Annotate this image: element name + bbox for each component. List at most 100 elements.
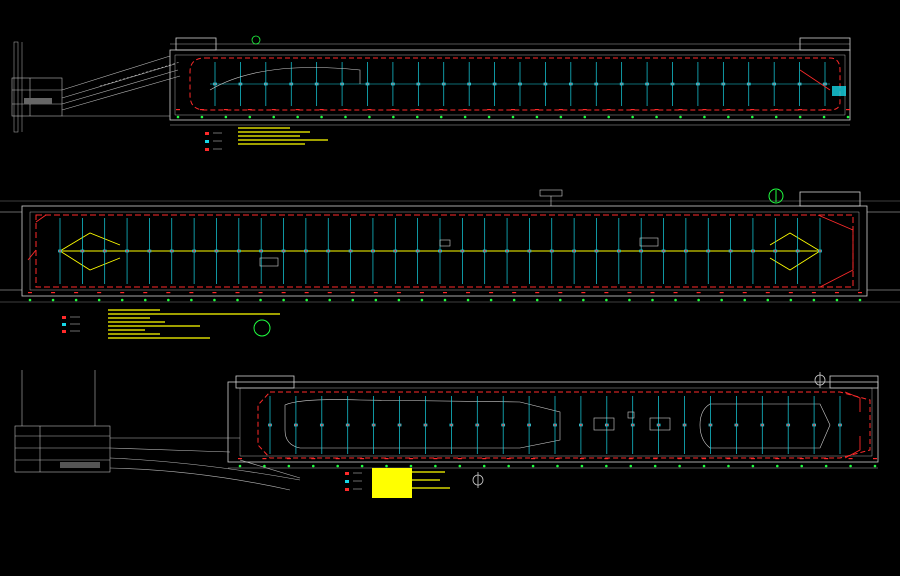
legend-middle: [62, 309, 280, 339]
axis-marker: [703, 115, 706, 119]
equipment: [259, 237, 659, 267]
axis-marker: [858, 298, 862, 302]
dimension-mark: [166, 292, 171, 294]
axis-marker: [272, 115, 276, 119]
axis-marker: [397, 298, 401, 302]
axis-marker: [824, 464, 828, 468]
dimension-mark: [286, 458, 291, 460]
dimension-mark: [51, 292, 56, 294]
axis-marker: [774, 115, 778, 119]
sprinkler-mark: [482, 249, 487, 253]
sprinkler-mark: [773, 249, 778, 253]
sprinkler-mark: [259, 249, 264, 253]
dimension-mark: [247, 109, 252, 111]
sprinkler-mark: [682, 423, 687, 427]
title-strip: [13, 41, 19, 133]
dimension-mark: [774, 109, 779, 111]
garage-outline: [0, 191, 900, 303]
axis-marker: [798, 115, 802, 119]
axis-marker: [360, 464, 364, 468]
axis-marker: [374, 298, 378, 302]
dimension-mark: [702, 109, 707, 111]
axis-marker: [751, 464, 755, 468]
sprinkler-mark: [795, 249, 800, 253]
dimension-mark: [235, 292, 240, 294]
sprinkler-mark: [423, 423, 428, 427]
axis-marker: [812, 298, 816, 302]
dimension-mark: [858, 292, 862, 294]
dimension-mark: [581, 292, 586, 294]
dimension-mark: [834, 292, 839, 294]
axis-marker: [702, 464, 706, 468]
sprinkler-mark: [501, 423, 506, 427]
axis-marker: [392, 115, 395, 119]
sprinkler-mark: [527, 423, 531, 427]
axis-marker: [535, 298, 539, 302]
sprinkler-mark: [684, 249, 688, 253]
dimension-mark: [511, 109, 515, 111]
axis-marker: [558, 298, 562, 302]
axis-markers: [28, 292, 862, 302]
axis-marker: [296, 115, 299, 119]
axis-marker: [678, 464, 681, 468]
dimension-mark: [742, 292, 747, 294]
axis-marker: [789, 298, 793, 302]
bay-lines: [58, 218, 822, 284]
dimension-mark: [873, 458, 877, 460]
axis-marker: [535, 115, 539, 119]
sprinkler-mark: [438, 249, 442, 253]
sprinkler-mark: [594, 249, 599, 253]
dimension-mark: [848, 458, 853, 460]
axis-marker: [766, 298, 770, 302]
dimension-mark: [558, 292, 563, 294]
axis-marker: [176, 115, 180, 119]
dimension-mark: [311, 458, 316, 460]
sprinkler-mark: [527, 249, 532, 253]
axis-marker: [531, 464, 535, 468]
axis-marker: [559, 115, 563, 119]
axis-markers: [176, 109, 850, 119]
dimension-mark: [822, 109, 827, 111]
sprinkler-mark: [80, 249, 85, 253]
dimension-mark: [463, 109, 468, 111]
dimension-mark: [415, 109, 420, 111]
axis-marker: [351, 298, 355, 302]
dimension-mark: [457, 458, 462, 460]
axis-marker: [511, 115, 515, 119]
dimension-mark: [419, 292, 424, 294]
sprinkler-mark: [818, 249, 822, 253]
sprinkler-mark: [734, 423, 739, 427]
sprinkler-mark: [397, 423, 402, 427]
legend-upper: [205, 127, 328, 151]
axis-marker: [750, 115, 754, 119]
axis-marker: [605, 464, 608, 468]
axis-marker: [263, 464, 266, 468]
sprinkler-mark: [572, 249, 576, 253]
axis-marker: [97, 298, 101, 302]
axis-marker: [466, 298, 470, 302]
dimension-mark: [327, 292, 332, 294]
dimension-mark: [555, 458, 560, 460]
axis-marker: [282, 298, 285, 302]
dimension-mark: [750, 458, 755, 460]
axis-marker: [605, 298, 608, 302]
notes-block: [372, 468, 412, 498]
axis-marker: [463, 115, 467, 119]
dimension-mark: [443, 292, 447, 294]
north-arrow-icon: [814, 372, 826, 388]
dimension-mark: [373, 292, 378, 294]
sprinkler-mark: [579, 423, 583, 427]
sprinkler-mark: [415, 249, 420, 253]
dimension-mark: [654, 109, 659, 111]
axis-marker: [583, 115, 587, 119]
dimension-mark: [702, 458, 707, 460]
dimension-mark: [775, 458, 780, 460]
axis-marker: [655, 115, 658, 119]
dimension-mark: [579, 458, 584, 460]
dimension-mark: [678, 109, 683, 111]
sprinkler-mark: [169, 249, 174, 253]
sprinkler-mark: [639, 249, 644, 253]
dimension-mark: [726, 458, 731, 460]
axis-marker: [482, 464, 486, 468]
axis-markers: [238, 458, 877, 468]
